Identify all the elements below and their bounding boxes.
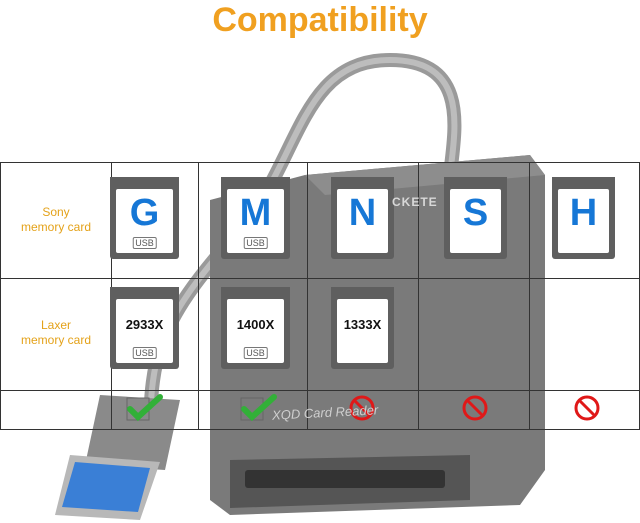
card-notch (171, 177, 179, 187)
card-face: S (450, 189, 501, 253)
card-face: H (558, 189, 609, 253)
card-notch (386, 287, 394, 297)
laxer-card-1333x: 1333X (331, 287, 394, 369)
usb-badge: USB (132, 347, 157, 359)
row-divider (1, 278, 639, 279)
page-title: Compatibility (212, 1, 428, 39)
row-label-line: memory card (20, 333, 91, 347)
column-divider (198, 163, 199, 429)
laxer-card-1400x: 1400X USB (221, 287, 290, 369)
no-icon (574, 395, 600, 421)
compatibility-table: Sony memory card Laxer memory card (0, 162, 640, 430)
usb-badge: USB (243, 237, 268, 249)
card-notch (444, 177, 452, 187)
row-divider (1, 390, 639, 391)
card-face: 2933X USB (116, 299, 173, 363)
card-letter: M (239, 192, 272, 234)
card-face: 1400X USB (227, 299, 284, 363)
usb-badge: USB (132, 237, 157, 249)
card-notch (221, 177, 229, 187)
sony-card-n: N (331, 177, 394, 259)
no-icon (462, 395, 488, 421)
check-icon (240, 394, 277, 422)
row-label-line: Sony (42, 205, 70, 219)
card-face: G USB (116, 189, 173, 253)
card-notch (110, 287, 118, 297)
row-label-laxer: Laxer memory card (1, 318, 111, 348)
row-label-line: memory card (20, 220, 91, 234)
card-notch (331, 287, 339, 297)
row-label-line: Laxer (40, 318, 72, 332)
row-label-sony: Sony memory card (1, 205, 111, 235)
sony-card-s: S (444, 177, 507, 259)
card-letter: N (348, 192, 377, 234)
column-divider (307, 163, 308, 429)
card-notch (552, 177, 560, 187)
card-notch (282, 177, 290, 187)
card-notch (331, 177, 339, 187)
card-speed: 1400X (236, 317, 275, 332)
card-face: N (337, 189, 388, 253)
device-brand-text: CKETE (392, 195, 438, 209)
sony-card-g: G USB (110, 177, 179, 259)
card-letter: S (462, 192, 489, 234)
card-face: 1333X (337, 299, 388, 363)
card-notch (171, 287, 179, 297)
no-icon (349, 395, 375, 421)
card-face: M USB (227, 189, 284, 253)
laxer-card-2933x: 2933X USB (110, 287, 179, 369)
sony-card-h: H (552, 177, 615, 259)
card-notch (607, 177, 615, 187)
card-speed: 1333X (343, 317, 382, 332)
card-notch (221, 287, 229, 297)
card-notch (386, 177, 394, 187)
card-notch (110, 177, 118, 187)
card-letter: H (569, 192, 598, 234)
card-letter: G (129, 192, 160, 234)
card-notch (499, 177, 507, 187)
card-notch (282, 287, 290, 297)
check-icon (126, 394, 163, 422)
usb-badge: USB (243, 347, 268, 359)
column-divider (418, 163, 419, 429)
sony-card-m: M USB (221, 177, 290, 259)
card-speed: 2933X (125, 317, 164, 332)
column-divider (529, 163, 530, 429)
